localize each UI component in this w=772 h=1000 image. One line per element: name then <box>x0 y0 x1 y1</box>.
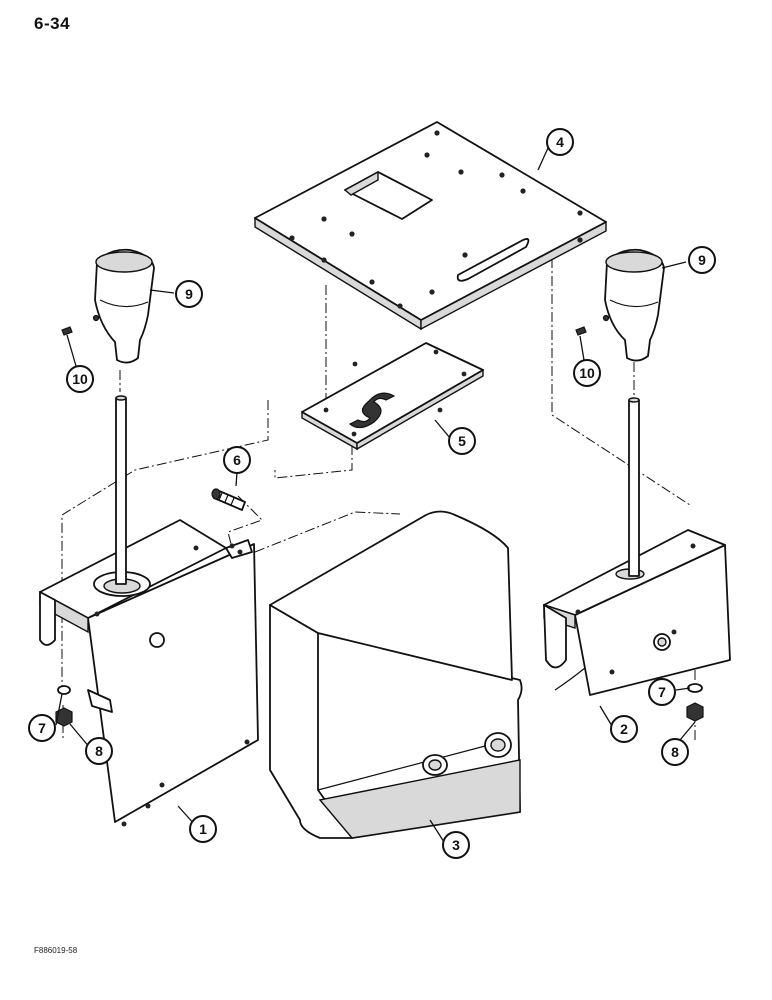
callout-label: 6 <box>233 452 241 468</box>
callout-label: 7 <box>38 720 46 736</box>
callout-8-left: 8 <box>85 737 113 765</box>
nut-right <box>686 702 704 722</box>
callout-6: 6 <box>223 446 251 474</box>
callout-10-left: 10 <box>66 365 94 393</box>
shift-rod-right <box>628 397 640 577</box>
set-screw-left <box>61 326 73 336</box>
top-plate <box>254 121 607 331</box>
callout-label: 9 <box>185 286 193 302</box>
callout-label: 10 <box>72 371 88 387</box>
shift-rod-left <box>115 395 127 585</box>
cover <box>269 510 523 839</box>
callout-label: 8 <box>95 743 103 759</box>
callout-label: 4 <box>556 134 564 150</box>
callout-2: 2 <box>610 715 638 743</box>
knob-left <box>92 248 155 364</box>
figure-code: F886019-58 <box>34 946 78 955</box>
callout-label: 7 <box>658 684 666 700</box>
small-plate <box>301 342 484 451</box>
callout-9-right: 9 <box>688 246 716 274</box>
callout-label: 8 <box>671 744 679 760</box>
callout-7-left: 7 <box>28 714 56 742</box>
callout-5: 5 <box>448 427 476 455</box>
callout-8-right: 8 <box>661 738 689 766</box>
knob-right <box>602 248 665 362</box>
callout-1: 1 <box>189 815 217 843</box>
page-number: 6-34 <box>34 14 71 33</box>
left-bracket <box>39 519 259 827</box>
callout-9-left: 9 <box>175 280 203 308</box>
washer-right <box>687 683 703 693</box>
callout-label: 1 <box>199 821 207 837</box>
washer-left <box>57 685 71 695</box>
callout-3: 3 <box>442 831 470 859</box>
callout-label: 2 <box>620 721 628 737</box>
bolt <box>211 488 246 511</box>
callout-label: 9 <box>698 252 706 268</box>
callout-7-right: 7 <box>648 678 676 706</box>
callout-label: 3 <box>452 837 460 853</box>
callout-label: 10 <box>579 365 595 381</box>
callout-label: 5 <box>458 433 466 449</box>
callout-4: 4 <box>546 128 574 156</box>
set-screw-right <box>575 326 587 336</box>
callout-10-right: 10 <box>573 359 601 387</box>
